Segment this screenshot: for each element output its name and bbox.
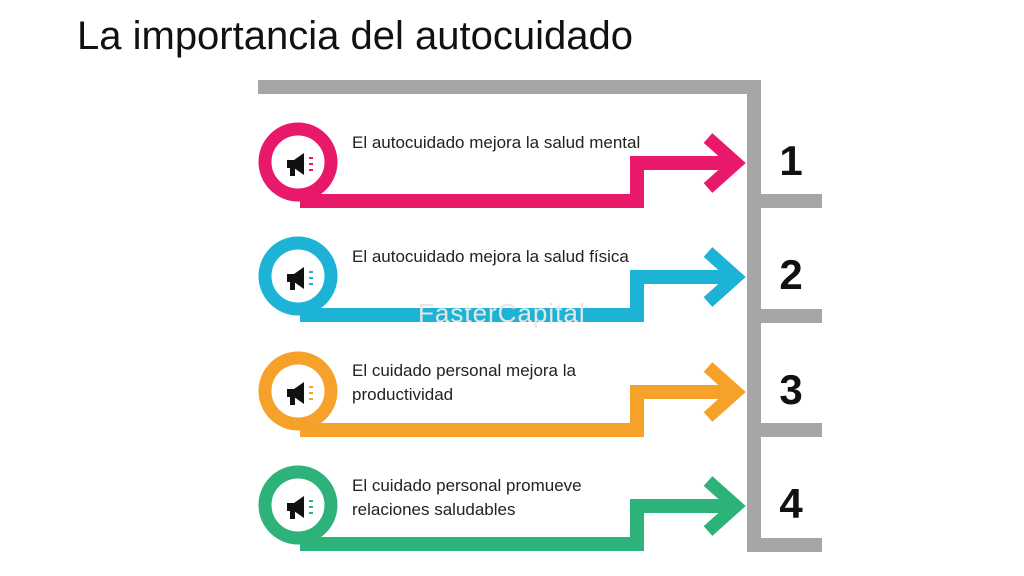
arrow-head-icon — [703, 133, 746, 193]
frame-ledge-4 — [747, 538, 822, 552]
watermark: FasterCapital — [418, 298, 586, 328]
page-title: La importancia del autocuidado — [77, 14, 633, 58]
step-number-4: 4 — [779, 480, 803, 527]
megaphone-icon — [287, 267, 313, 290]
megaphone-icon — [287, 496, 313, 519]
step-row-4: 4 — [258, 465, 803, 551]
step-number-1: 1 — [779, 137, 802, 184]
step-row-2: 2 — [258, 236, 803, 322]
connector-line — [300, 499, 733, 551]
frame-ledge-2 — [747, 309, 822, 323]
step-number-2: 2 — [779, 251, 802, 298]
item-text-3: El cuidado personal mejora la productivi… — [352, 361, 576, 404]
connector-line — [300, 270, 733, 322]
number-frame — [258, 80, 822, 552]
arrow-head-icon — [703, 476, 746, 536]
frame-top-bar — [258, 80, 761, 94]
arrow-head-icon — [703, 247, 746, 307]
item-text-1: El autocuidado mejora la salud mental — [352, 133, 641, 152]
item-text-2: El autocuidado mejora la salud física — [352, 247, 629, 266]
item-text-4: El cuidado personal promueve relaciones … — [352, 476, 582, 519]
megaphone-icon — [287, 382, 313, 405]
megaphone-icon — [287, 153, 313, 176]
step-rows: 1 2 3 4 — [258, 122, 803, 551]
connector-line — [300, 156, 733, 208]
frame-ledge-1 — [747, 194, 822, 208]
arrow-head-icon — [703, 362, 746, 422]
frame-ledge-3 — [747, 423, 822, 437]
connector-line — [300, 385, 733, 437]
step-row-3: 3 — [258, 351, 803, 437]
step-number-3: 3 — [779, 366, 802, 413]
step-row-1: 1 — [258, 122, 803, 208]
